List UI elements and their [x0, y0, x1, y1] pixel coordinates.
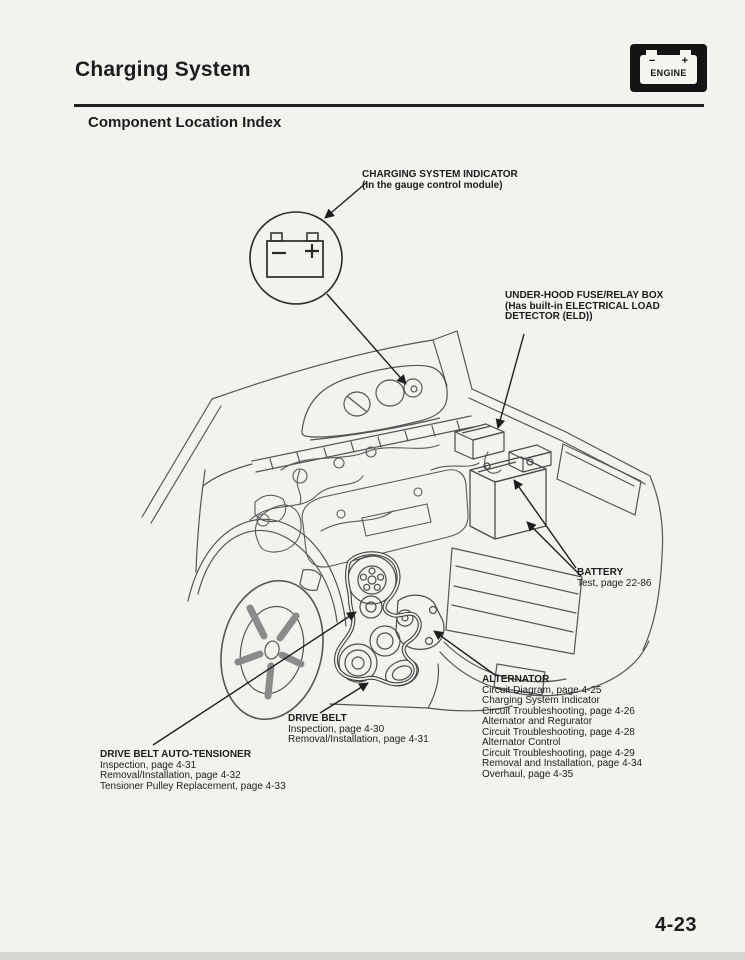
- label-title: UNDER-HOOD FUSE/RELAY BOX: [505, 290, 664, 301]
- leader-indicator-to-callout: [324, 182, 367, 219]
- badge-label: ENGINE: [650, 68, 687, 78]
- label-line: Circuit Troubleshooting, page 4-28: [482, 726, 635, 738]
- label-line: Removal/Installation, page 4-31: [288, 734, 429, 745]
- engine-section-badge: − + ENGINE: [630, 44, 707, 92]
- car-body-lines: [141, 330, 664, 712]
- header-divider: [74, 104, 704, 107]
- label-line: DETECTOR (ELD)): [505, 311, 593, 322]
- label-lines: Test, page 22-86: [577, 577, 652, 590]
- leader-alternator: [433, 630, 496, 676]
- label-line: Circuit Diagram, page 4-25: [482, 684, 602, 696]
- label-line: Circuit Troubleshooting, page 4-29: [482, 747, 635, 759]
- label-title: ALTERNATOR: [482, 674, 550, 685]
- battery-drawing: [469, 456, 547, 540]
- leader-fuse-box: [495, 333, 525, 429]
- label-line: Removal and Installation, page 4-34: [482, 758, 643, 769]
- leader-callout-to-gauge: [326, 293, 407, 385]
- label-battery: BATTERY Test, page 22-86: [577, 567, 652, 590]
- instrument-panel: [301, 364, 448, 441]
- label-lines: (In the gauge control module): [362, 179, 518, 192]
- label-line: Alternator and Regurator: [482, 716, 593, 727]
- label-line: Test, page 22-86: [577, 577, 652, 589]
- label-line: (In the gauge control module): [362, 179, 503, 191]
- leader-battery-2: [526, 521, 582, 577]
- battery-terminal-icon: [680, 50, 691, 56]
- label-title: CHARGING SYSTEM INDICATOR: [362, 169, 518, 180]
- fuse-box-drawing: [454, 423, 552, 473]
- leader-battery-1: [513, 479, 577, 569]
- label-line: Removal/Installation, page 4-32: [100, 770, 241, 781]
- label-drive-belt-auto-tensioner: DRIVE BELT AUTO-TENSIONER Inspection, pa…: [100, 749, 286, 793]
- leader-auto-tensioner: [152, 611, 357, 746]
- label-charging-system-indicator: CHARGING SYSTEM INDICATOR (In the gauge …: [362, 169, 518, 192]
- drive-belt-drawing: [333, 551, 422, 687]
- plus-sign: +: [681, 55, 688, 67]
- pulley-system: [338, 555, 445, 687]
- section-title: Component Location Index: [88, 114, 282, 131]
- label-line: Tensioner Pulley Replacement, page 4-33: [100, 780, 286, 792]
- label-line: (Has built-in ELECTRICAL LOAD: [505, 300, 660, 312]
- leader-drive-belt: [319, 682, 369, 714]
- engine-bay: [249, 444, 502, 568]
- battery-icon: − + ENGINE: [640, 50, 697, 84]
- scan-page-edge: [0, 952, 745, 960]
- indicator-callout: [249, 211, 343, 305]
- label-title: DRIVE BELT: [288, 713, 347, 724]
- label-title: DRIVE BELT AUTO-TENSIONER: [100, 749, 251, 760]
- minus-sign: −: [649, 55, 656, 67]
- label-line: Alternator Control: [482, 737, 561, 748]
- page-number: 4-23: [655, 914, 698, 936]
- label-line: Overhaul, page 4-35: [482, 768, 574, 780]
- label-line: Circuit Troubleshooting, page 4-26: [482, 705, 635, 717]
- battery-symbol-icon: [266, 232, 324, 278]
- battery-polarity-signs: − +: [640, 56, 697, 67]
- label-line: Charging System Indicator: [482, 695, 600, 706]
- label-line: Inspection, page 4-31: [100, 759, 197, 771]
- label-underhood-fuse-relay-box: UNDER-HOOD FUSE/RELAY BOX (Has built-in …: [505, 290, 664, 323]
- label-line: Inspection, page 4-30: [288, 723, 385, 735]
- label-title: BATTERY: [577, 567, 624, 578]
- battery-terminal-icon: [646, 50, 657, 56]
- page-title: Charging System: [75, 58, 251, 81]
- front-wheel: [220, 579, 324, 721]
- leader-lines: [152, 182, 582, 746]
